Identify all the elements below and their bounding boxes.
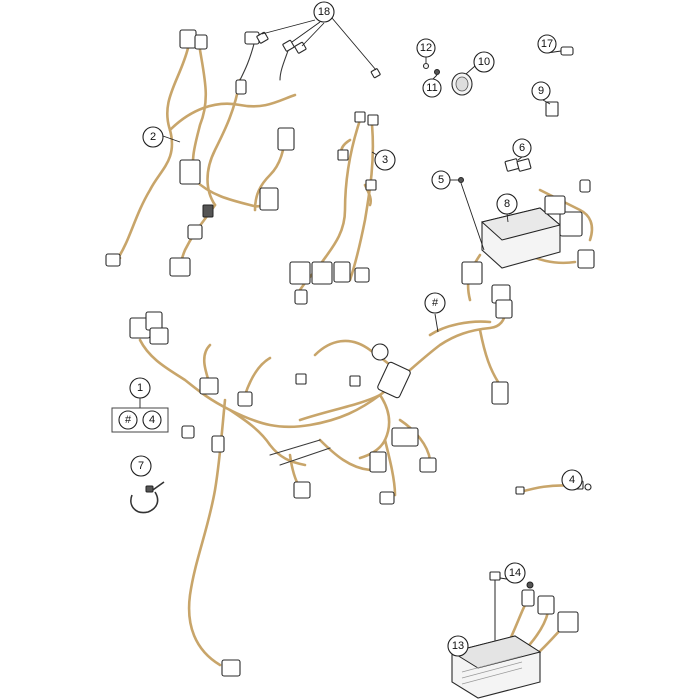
callout-7: 7 — [130, 455, 152, 477]
callout-1-set: 1 # 4 — [111, 377, 169, 433]
callout-3: 3 — [374, 149, 396, 171]
svg-text:12: 12 — [420, 42, 432, 54]
svg-text:4: 4 — [569, 474, 575, 486]
callout-17: 17 — [537, 34, 557, 54]
svg-text:3: 3 — [382, 154, 388, 166]
callout-5: 5 — [431, 170, 451, 190]
callout-4-cable: 4 — [561, 469, 583, 491]
callout-2: 2 — [142, 126, 164, 148]
svg-text:5: 5 — [438, 174, 444, 186]
leader-lines — [139, 17, 575, 581]
main-harness — [129, 299, 513, 677]
svg-text:7: 7 — [138, 460, 144, 472]
svg-text:11: 11 — [426, 82, 437, 94]
voltage-regulator-part-13 — [450, 571, 579, 699]
svg-text:4: 4 — [149, 414, 155, 426]
sub-harness-part-2 — [105, 29, 297, 277]
small-parts — [422, 46, 574, 183]
svg-text:1: 1 — [137, 382, 143, 394]
callout-6: 6 — [512, 138, 532, 158]
callout-9: 9 — [531, 81, 551, 101]
callout-14: 14 — [504, 562, 526, 584]
svg-text:14: 14 — [509, 567, 521, 579]
sub-harness-part-3 — [289, 111, 379, 305]
fuse-box-part-8 — [461, 179, 595, 304]
svg-text:9: 9 — [538, 85, 544, 97]
svg-text:6: 6 — [519, 142, 525, 154]
callout-main-harness: # — [424, 292, 446, 314]
callout-11: 11 — [422, 78, 442, 98]
callout-10: 10 — [473, 51, 495, 73]
svg-text:#: # — [125, 414, 132, 426]
callout-13: 13 — [447, 635, 469, 657]
svg-text:13: 13 — [452, 640, 464, 652]
cable-tie-part-7 — [130, 481, 165, 514]
svg-text:17: 17 — [541, 38, 553, 50]
svg-text:10: 10 — [478, 56, 490, 68]
callout-18: 18 — [313, 1, 335, 23]
terminals-part-18 — [256, 31, 381, 79]
svg-text:2: 2 — [150, 131, 156, 143]
svg-text:#: # — [432, 297, 439, 309]
callout-12: 12 — [416, 38, 436, 58]
svg-text:8: 8 — [504, 198, 510, 210]
svg-text:18: 18 — [318, 6, 330, 18]
callout-8: 8 — [496, 193, 518, 215]
